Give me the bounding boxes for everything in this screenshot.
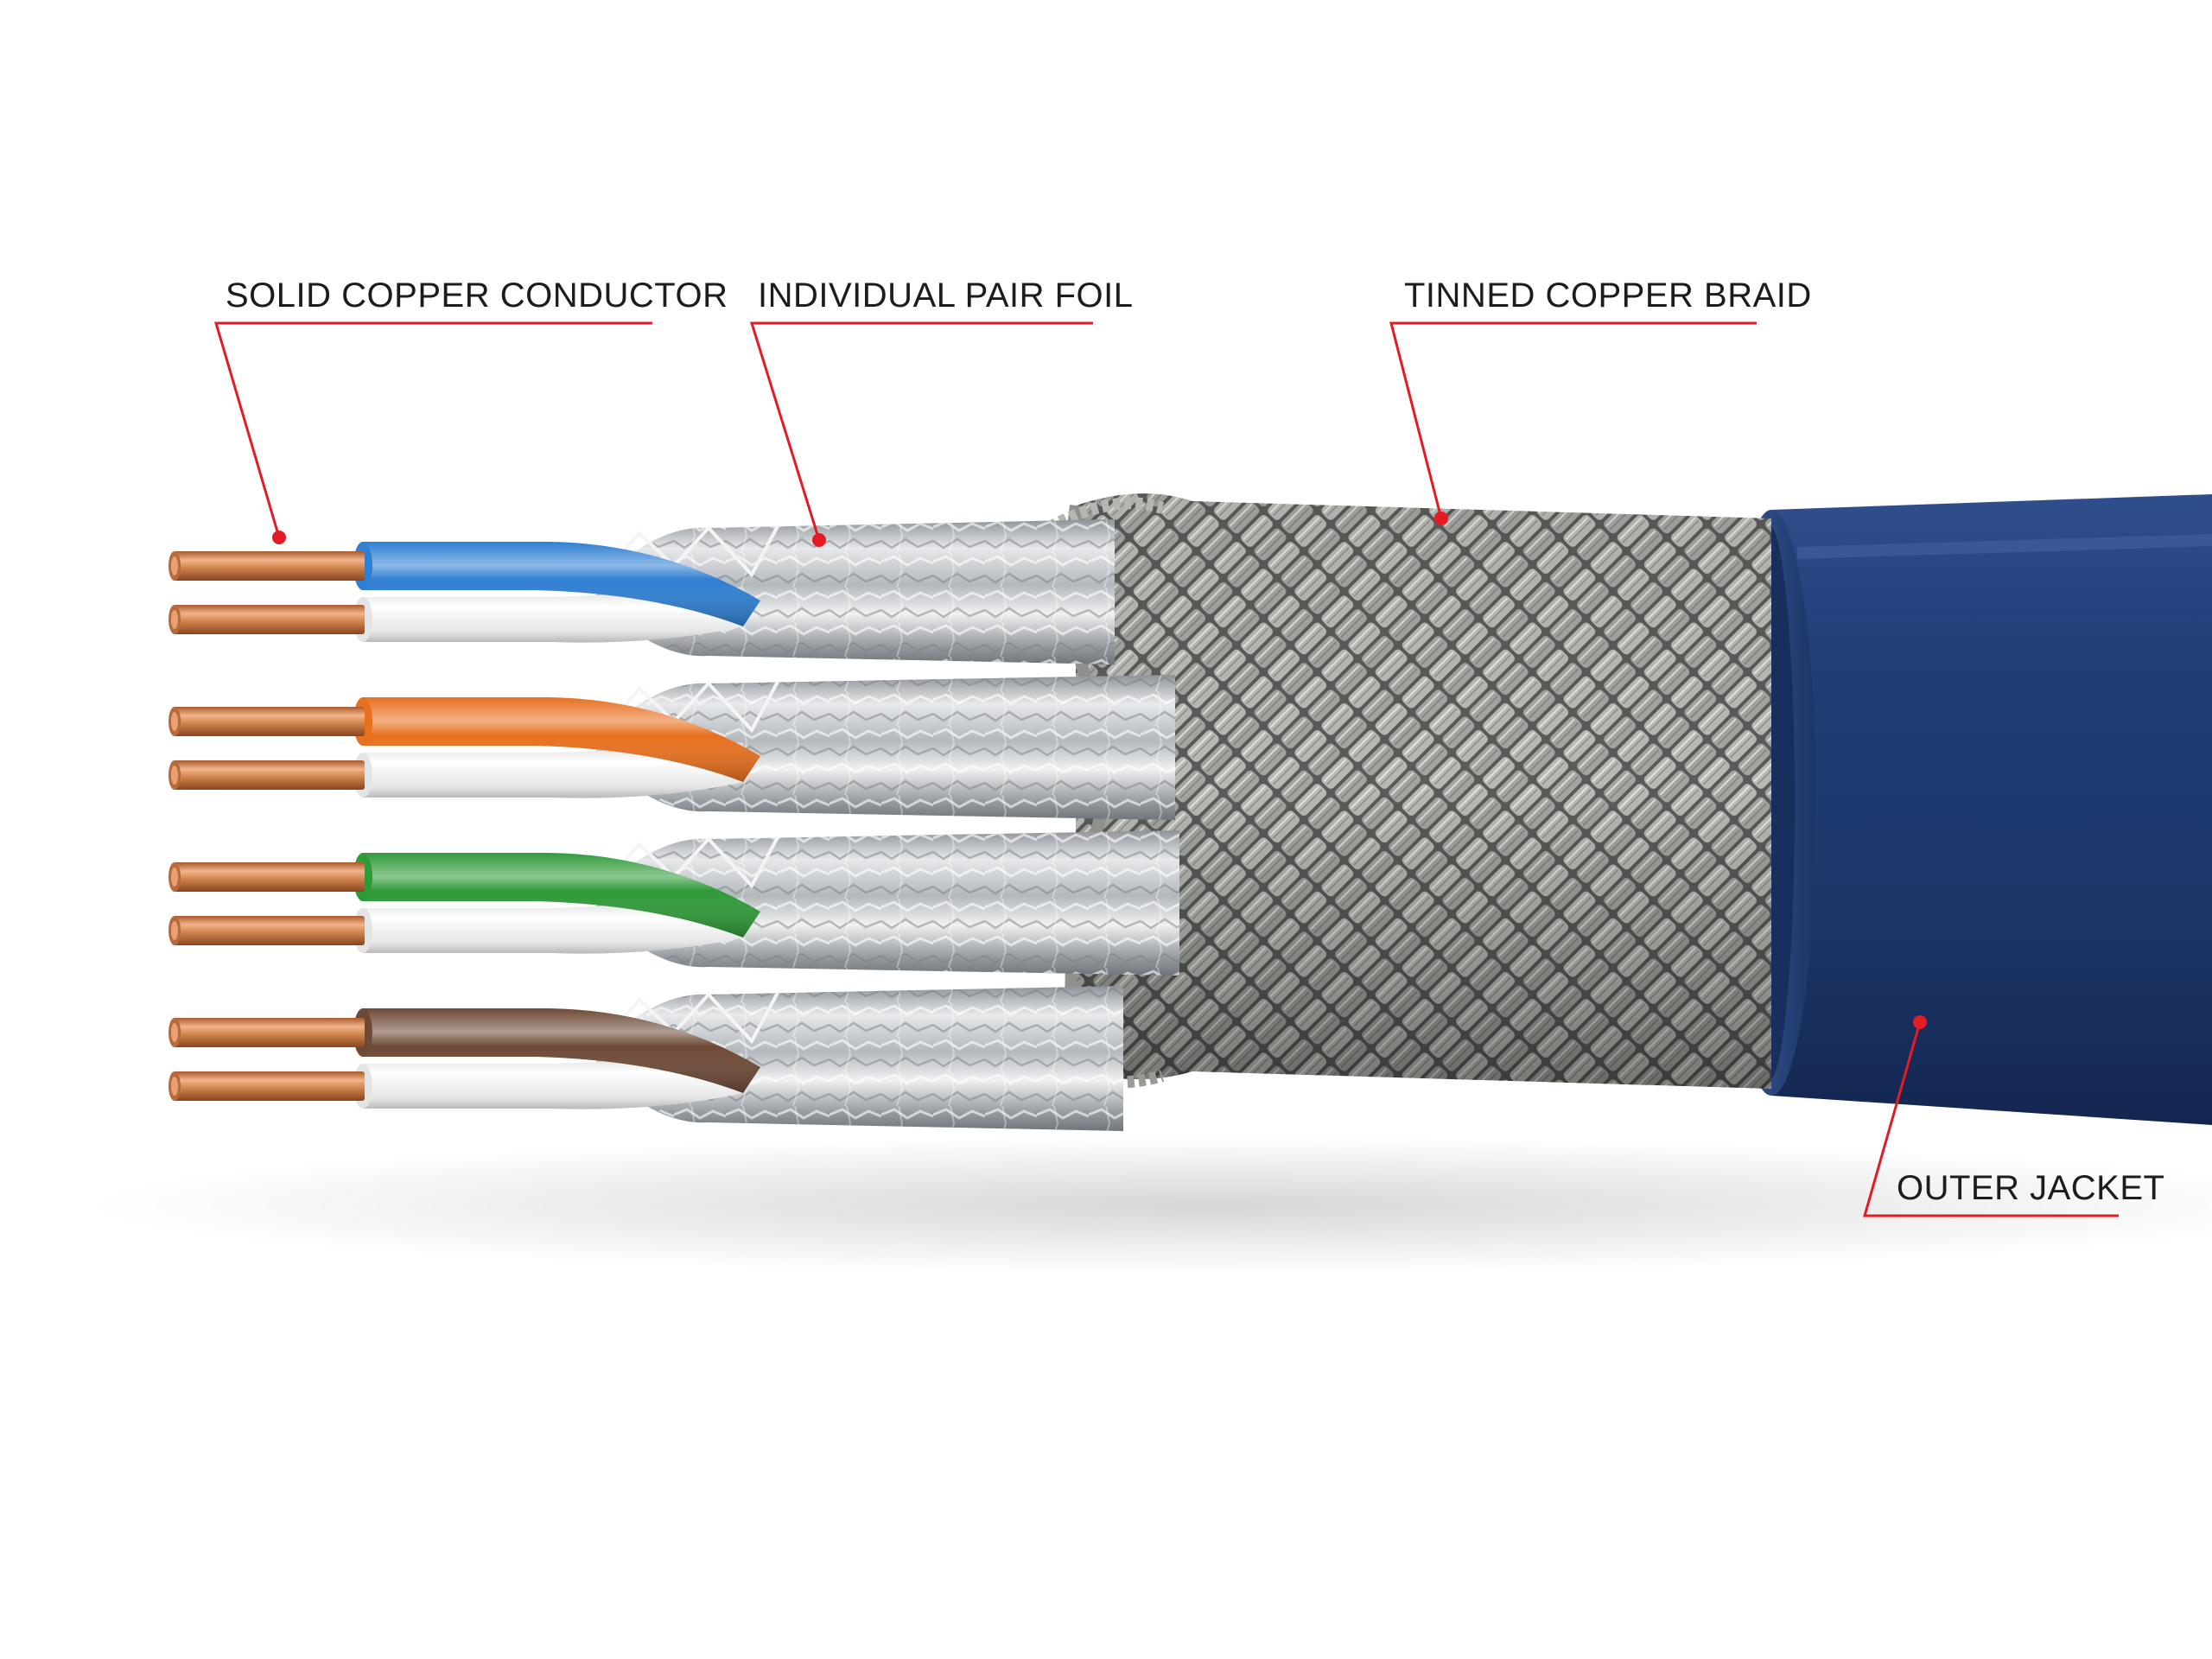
pair-blue	[168, 519, 1115, 664]
foil-edge	[594, 681, 779, 741]
copper-conductor-brown-white	[173, 1071, 365, 1101]
foil-edge	[594, 525, 779, 585]
copper-conductor-tip-highlight	[171, 766, 178, 785]
pair-foil-texture	[605, 830, 1179, 976]
leader-pair-foil	[749, 321, 1093, 547]
pair-orange	[168, 675, 1175, 820]
pair-green	[168, 830, 1179, 976]
leader-lines	[213, 321, 2119, 1217]
label-solid-copper-conductor: SOLID COPPER CONDUCTOR	[226, 276, 728, 315]
copper-conductor-tip-highlight	[171, 868, 178, 887]
label-individual-pair-foil: INDIVIDUAL PAIR FOIL	[758, 276, 1134, 315]
copper-conductor-tip-highlight	[171, 556, 178, 575]
twisted-pairs	[168, 519, 1179, 1131]
floor-shadow	[86, 1136, 2212, 1274]
insulation-gloss	[363, 1007, 760, 1093]
label-outer-jacket: OUTER JACKET	[1897, 1169, 2165, 1207]
copper-conductor-orange-color	[173, 707, 365, 736]
braid-shield	[1046, 493, 1771, 1089]
copper-conductor-green-color	[173, 862, 365, 892]
copper-conductor-blue-color	[173, 551, 365, 581]
copper-conductor-tip-highlight	[171, 1077, 178, 1096]
copper-conductor-tip-highlight	[171, 1023, 178, 1042]
insulation-gloss	[363, 852, 760, 938]
label-tinned-copper-braid: TINNED COPPER BRAID	[1404, 276, 1812, 315]
leader-conductor	[213, 321, 652, 544]
copper-conductor-orange-white	[173, 760, 365, 790]
leader-braid	[1389, 321, 1757, 525]
pair-brown	[168, 986, 1123, 1131]
foil-edge	[594, 836, 779, 896]
insulation-gloss	[363, 541, 760, 626]
leader-jacket	[1863, 1015, 2119, 1217]
pair-foil-texture	[605, 675, 1175, 820]
copper-conductor-blue-white	[173, 605, 365, 634]
copper-conductor-green-white	[173, 916, 365, 945]
copper-conductor-tip-highlight	[171, 712, 178, 731]
foil-edge	[594, 992, 779, 1052]
copper-conductor-tip-highlight	[171, 921, 178, 940]
copper-conductor-tip-highlight	[171, 610, 178, 629]
outer-jacket	[1726, 494, 2212, 1125]
insulation-gloss	[363, 696, 760, 782]
copper-conductor-brown-color	[173, 1018, 365, 1047]
